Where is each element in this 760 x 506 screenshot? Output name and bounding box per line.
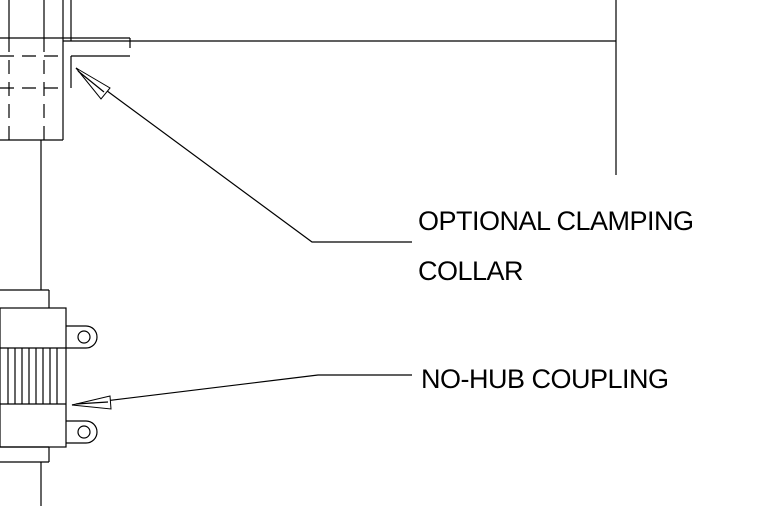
leader-clamping-collar	[75, 67, 412, 243]
leader-no-hub-coupling	[71, 374, 412, 410]
coupling-band-ribs	[7, 348, 58, 404]
coupling-clamp-lug-lower	[66, 420, 98, 444]
label-collar: COLLAR	[418, 256, 523, 286]
vertical-pipe-upper	[8, 0, 45, 38]
coupling-clamp-lug-upper	[66, 325, 98, 349]
clamping-collar	[0, 0, 131, 141]
no-hub-coupling	[0, 289, 98, 463]
horizontal-member	[63, 0, 617, 175]
label-optional-clamping: OPTIONAL CLAMPING	[418, 206, 694, 236]
label-no-hub-coupling: NO-HUB COUPLING	[421, 364, 669, 394]
